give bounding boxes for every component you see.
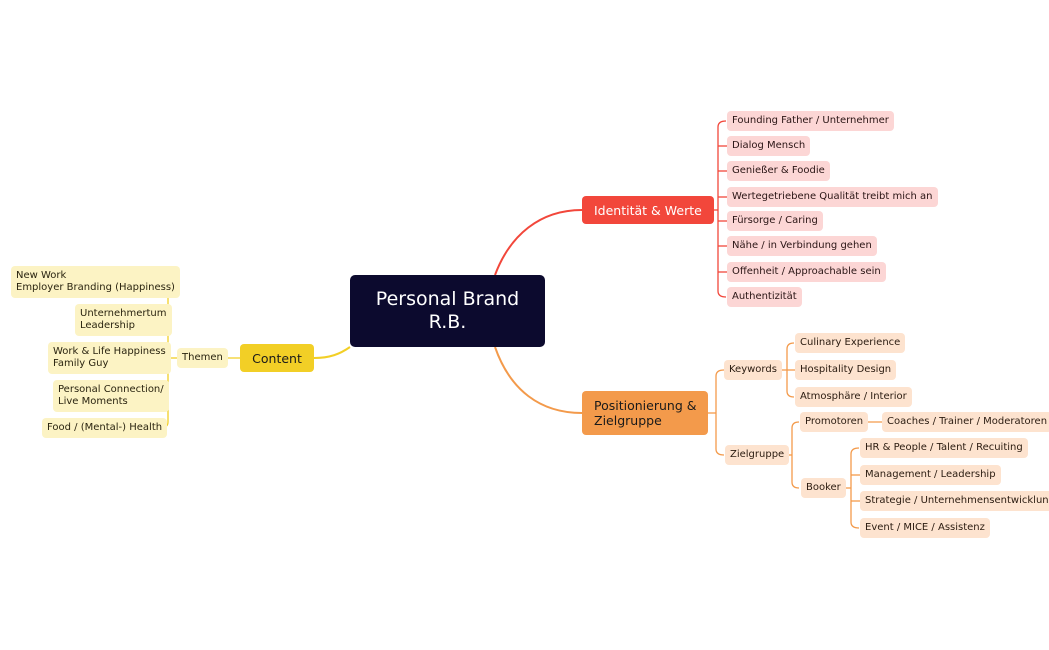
- zielgruppe-node[interactable]: Zielgruppe: [725, 445, 790, 465]
- booker-item[interactable]: HR & People / Talent / Recuiting: [860, 438, 1028, 458]
- booker-item[interactable]: Event / MICE / Assistenz: [860, 518, 990, 538]
- booker-item[interactable]: Management / Leadership: [860, 465, 1001, 485]
- themen-item[interactable]: Work & Life Happiness Family Guy: [48, 342, 171, 374]
- identitaet-item[interactable]: Fürsorge / Caring: [727, 211, 823, 231]
- identitaet-item[interactable]: Genießer & Foodie: [727, 161, 830, 181]
- keyword-item[interactable]: Culinary Experience: [795, 333, 906, 353]
- booker-node[interactable]: Booker: [801, 478, 846, 498]
- connector-root-content: [313, 346, 351, 359]
- promotoren-item[interactable]: Coaches / Trainer / Moderatoren: [882, 412, 1049, 432]
- connector-positionierung-children: [706, 342, 882, 529]
- identitaet-item[interactable]: Authentizität: [727, 287, 802, 307]
- root-node[interactable]: Personal Brand R.B.: [350, 275, 545, 347]
- connector-root-identitaet: [494, 209, 583, 276]
- keyword-item[interactable]: Hospitality Design: [795, 360, 897, 380]
- keyword-item[interactable]: Atmosphäre / Interior: [795, 387, 912, 407]
- identitaet-item[interactable]: Offenheit / Approachable sein: [727, 262, 886, 282]
- promotoren-node[interactable]: Promotoren: [800, 412, 869, 432]
- connector-root-positionierung: [494, 346, 583, 414]
- connector-identitaet-children: [709, 120, 727, 298]
- root-title: Personal Brand R.B.: [375, 288, 520, 333]
- identitaet-item[interactable]: Wertegetriebene Qualität treibt mich an: [727, 187, 938, 207]
- booker-item[interactable]: Strategie / Unternehmensentwicklung: [860, 491, 1049, 511]
- identitaet-item[interactable]: Nähe / in Verbindung gehen: [727, 236, 877, 256]
- themen-item[interactable]: New Work Employer Branding (Happiness): [11, 266, 180, 298]
- themen-node[interactable]: Themen: [177, 348, 228, 368]
- branch-identitaet[interactable]: Identität & Werte: [582, 196, 714, 224]
- themen-item[interactable]: Food / (Mental-) Health: [42, 418, 168, 438]
- identitaet-item[interactable]: Dialog Mensch: [727, 136, 811, 156]
- keywords-node[interactable]: Keywords: [724, 360, 782, 380]
- themen-item[interactable]: Personal Connection/ Live Moments: [53, 380, 169, 412]
- identitaet-item[interactable]: Founding Father / Unternehmer: [727, 111, 894, 131]
- branch-positionierung[interactable]: Positionierung & Zielgruppe: [582, 391, 709, 435]
- branch-content[interactable]: Content: [240, 344, 314, 372]
- branch-positionierung-label: Positionierung & Zielgruppe: [594, 398, 697, 428]
- branch-identitaet-label: Identität & Werte: [594, 202, 702, 218]
- themen-item[interactable]: Unternehmertum Leadership: [75, 304, 172, 336]
- branch-content-label: Content: [252, 350, 302, 366]
